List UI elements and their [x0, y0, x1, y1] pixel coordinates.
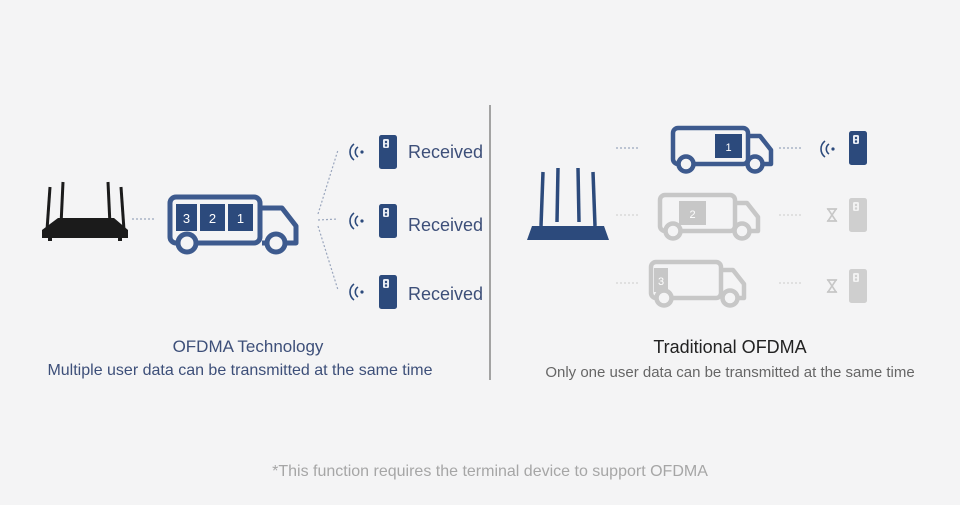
packet-label: 2	[689, 209, 695, 221]
smartphone-icon	[849, 269, 867, 303]
smartphone-icon	[379, 204, 397, 238]
received-label: Received	[408, 215, 484, 235]
right-section-subtitle: Only one user data can be transmitted at…	[545, 364, 915, 381]
packet-box	[654, 268, 668, 292]
wifi-signal-icon	[349, 143, 365, 161]
smartphone-icon	[849, 131, 867, 165]
wifi-signal-icon	[349, 212, 365, 230]
delivery-truck-icon-active: 1	[670, 125, 774, 174]
left-section-subtitle: Multiple user data can be transmitted at…	[47, 362, 433, 379]
packet-box	[176, 204, 197, 231]
smartphone-icon	[379, 135, 397, 169]
smartphone-icon	[379, 275, 397, 309]
packet-box	[228, 204, 253, 231]
wifi-signal-icon	[820, 140, 836, 158]
packet-label: 3	[183, 211, 190, 226]
received-label: Received	[408, 142, 484, 162]
receiver-1	[349, 135, 397, 169]
hourglass-icon	[826, 279, 838, 293]
packet-label: 1	[725, 142, 731, 154]
hourglass-icon	[826, 208, 838, 222]
packet-label: 1	[237, 211, 244, 226]
receiver-3	[349, 275, 397, 309]
blue-router-icon	[527, 167, 609, 240]
packet-label: 3	[658, 276, 664, 288]
received-label: Received	[408, 284, 484, 304]
wifi-signal-icon	[349, 283, 365, 301]
packet-label: 2	[209, 211, 216, 226]
delivery-truck-icon-waiting: 2	[657, 192, 761, 241]
truck-packets: 3 2 1	[176, 204, 253, 231]
black-router-icon	[42, 181, 128, 241]
right-section-title: Traditional OFDMA	[653, 337, 807, 357]
left-section-title: OFDMA Technology	[172, 337, 324, 356]
packet-box	[200, 204, 225, 231]
smartphone-icon	[849, 198, 867, 232]
receiver-2	[349, 204, 397, 238]
packet-box	[679, 201, 706, 225]
fan-out-links	[317, 149, 339, 291]
footnote: *This function requires the terminal dev…	[272, 463, 708, 480]
delivery-truck-icon-waiting: 3	[648, 259, 747, 308]
packet-box	[715, 134, 742, 158]
